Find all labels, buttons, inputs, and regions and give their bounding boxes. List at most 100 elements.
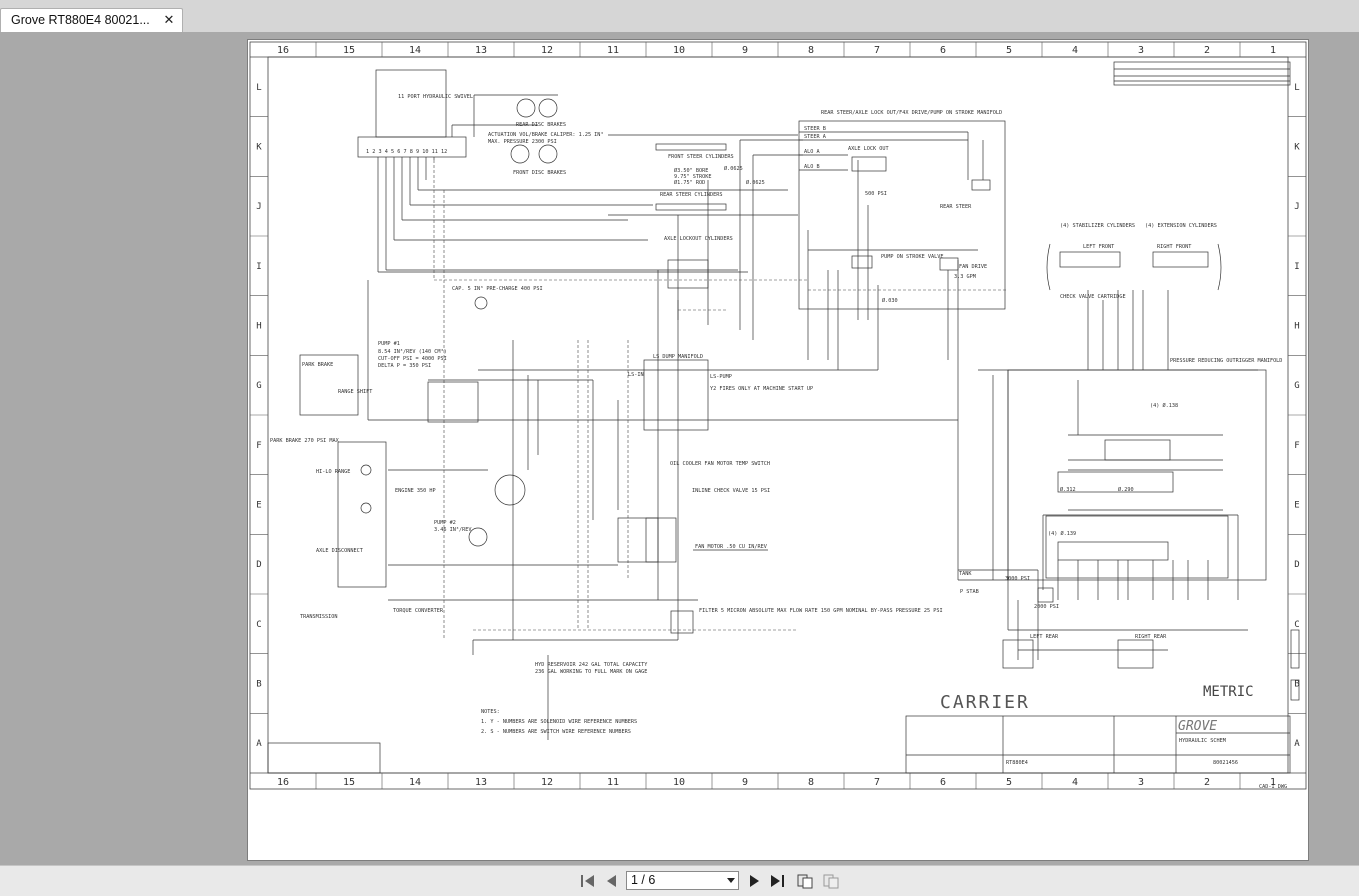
label-pump2-spec: 3.46 IN³/REV <box>434 527 471 533</box>
grid-row-left: D <box>256 560 261 570</box>
label-right-rear: RIGHT REAR <box>1135 634 1167 640</box>
label-engine-rpm: ENGINE 350 HP <box>395 488 436 494</box>
label-acc: CAP. 5 IN³ PRE-CHARGE 400 PSI <box>452 286 543 292</box>
document-tab[interactable]: Grove RT880E4 80021... ✕ <box>0 8 183 32</box>
label-pump1: PUMP #1 <box>378 341 400 347</box>
grid-col-bottom: 13 <box>475 777 487 788</box>
page-number-select[interactable]: 1 / 6 <box>626 871 739 890</box>
grid-col-bottom: 8 <box>808 777 814 788</box>
label-ext-cyl: (4) EXTENSION CYLINDERS <box>1145 223 1217 229</box>
label-pressure-reducing: PRESSURE REDUCING OUTRIGGER MANIFOLD <box>1170 358 1282 364</box>
grid-row-right: J <box>1294 202 1299 212</box>
label-delta: DELTA P = 350 PSI <box>378 363 431 369</box>
label-model: RT880E4 <box>1006 760 1028 766</box>
grove-logo: GROVE <box>1178 719 1217 734</box>
label-3000psi: 3000 PSI <box>1005 576 1030 582</box>
grid-col-top: 14 <box>409 45 421 56</box>
label-axle-lock-out: AXLE LOCK OUT <box>848 146 889 152</box>
label-2000psi: 2000 PSI <box>1034 604 1059 610</box>
label-front-steer: FRONT STEER CYLINDERS <box>668 154 734 160</box>
label-o0625: Ø.0625 <box>724 165 743 172</box>
label-notes: NOTES: <box>481 709 500 715</box>
grid-col-bottom: 3 <box>1138 777 1144 788</box>
label-note2: 2. S - NUMBERS ARE SWITCH WIRE REFERENCE… <box>481 729 631 735</box>
grid-row-left: E <box>256 501 261 511</box>
label-metric: METRIC <box>1203 684 1254 700</box>
grid-row-right: E <box>1294 501 1299 511</box>
page-indicator: 1 / 6 <box>631 873 656 887</box>
two-page-view-icon[interactable] <box>822 873 840 889</box>
label-park-brake: PARK BRAKE <box>302 362 333 368</box>
grid-row-right: C <box>1294 620 1299 630</box>
label-o0625b: Ø.0625 <box>746 179 765 186</box>
grid-col-top: 4 <box>1072 45 1078 56</box>
page-layout-icon[interactable] <box>796 873 814 889</box>
label-hilo: HI-LO RANGE <box>316 469 350 475</box>
grid-row-right: B <box>1294 680 1299 690</box>
label-oil-cooler-fan: OIL COOLER FAN MOTOR TEMP SWITCH <box>670 461 770 467</box>
label-o138: (4) Ø.138 <box>1150 402 1178 409</box>
label-reservoir2: 236 GAL WORKING TO FULL MARK ON GAGE <box>535 669 647 675</box>
first-page-icon[interactable] <box>578 873 596 889</box>
label-range-shift: RANGE SHIFT <box>338 389 372 395</box>
label-ls-in: LS-IN <box>628 372 644 378</box>
label-rear-disc: REAR DISC BRAKES <box>516 122 566 128</box>
next-page-icon[interactable] <box>746 873 764 889</box>
last-page-icon[interactable] <box>769 873 787 889</box>
label-left-rear: LEFT REAR <box>1030 634 1059 640</box>
label-bore: Ø3.50" BORE <box>674 167 708 174</box>
label-o139: (4) Ø.139 <box>1048 530 1076 537</box>
grid-col-bottom: 15 <box>343 777 355 788</box>
label-pump2: PUMP #2 <box>434 520 456 526</box>
grid-col-top: 11 <box>607 45 619 56</box>
previous-page-icon[interactable] <box>602 873 620 889</box>
grid-col-top: 5 <box>1006 45 1012 56</box>
grid-col-bottom: 2 <box>1204 777 1210 788</box>
label-max-pressure: MAX. PRESSURE 2300 PSI <box>488 139 557 145</box>
grid-row-right: L <box>1294 83 1299 93</box>
grid-col-top: 13 <box>475 45 487 56</box>
label-cad: CAD-I DWG <box>1259 784 1287 790</box>
label-right-front: RIGHT FRONT <box>1157 244 1191 250</box>
label-500psi: 500 PSI <box>865 191 887 197</box>
grid-col-bottom: 12 <box>541 777 553 788</box>
label-cutoff: CUT-OFF PSI = 4000 PSI <box>378 356 447 362</box>
close-icon[interactable]: ✕ <box>163 12 175 27</box>
label-axle-lockout: AXLE LOCKOUT CYLINDERS <box>664 236 733 242</box>
grid-row-left: G <box>256 381 261 391</box>
grid-row-left: H <box>256 322 261 332</box>
grid-col-top: 15 <box>343 45 355 56</box>
label-ls-pump: LS-PUMP <box>710 374 732 380</box>
label-ls-dump: LS DUMP MANIFOLD <box>653 354 703 360</box>
label-pump-on-stroke: PUMP ON STROKE VALVE <box>881 254 943 260</box>
grid-col-top: 3 <box>1138 45 1144 56</box>
tab-title: Grove RT880E4 80021... <box>11 13 150 27</box>
grid-col-top: 9 <box>742 45 748 56</box>
grid-row-right: D <box>1294 560 1299 570</box>
grid-col-top: 12 <box>541 45 553 56</box>
label-gpm: 3.3 GPM <box>954 274 976 280</box>
label-check-valve: CHECK VALVE CARTRIDGE <box>1060 294 1126 300</box>
label-stab-cyl: (4) STABILIZER CYLINDERS <box>1060 223 1135 229</box>
grid-col-bottom: 1 <box>1270 777 1276 788</box>
label-stroke: 9.75" STROKE <box>674 174 711 180</box>
grid-col-bottom: 4 <box>1072 777 1078 788</box>
grid-row-left: A <box>256 739 262 749</box>
grid-col-bottom: 11 <box>607 777 619 788</box>
grid-row-left: K <box>256 143 262 153</box>
label-tank: TANK <box>959 571 972 577</box>
label-filter: FILTER 5 MICRON ABSOLUTE MAX FLOW RATE 1… <box>699 608 943 614</box>
grid-row-right: F <box>1294 441 1299 451</box>
label-actuation: ACTUATION VOL/BRAKE CALIPER: 1.25 IN³ <box>488 132 604 138</box>
grid-row-right: G <box>1294 381 1299 391</box>
label-steer-b: STEER B <box>804 126 826 132</box>
grid-row-left: I <box>256 262 261 272</box>
label-left-front: LEFT FRONT <box>1083 244 1114 250</box>
grid-col-bottom: 10 <box>673 777 685 788</box>
pdf-toolbar: 1 / 6 <box>0 865 1359 896</box>
grid-row-left: L <box>256 83 261 93</box>
grid-col-top: 16 <box>277 45 289 56</box>
label-rod: Ø1.75" ROD <box>674 179 705 186</box>
